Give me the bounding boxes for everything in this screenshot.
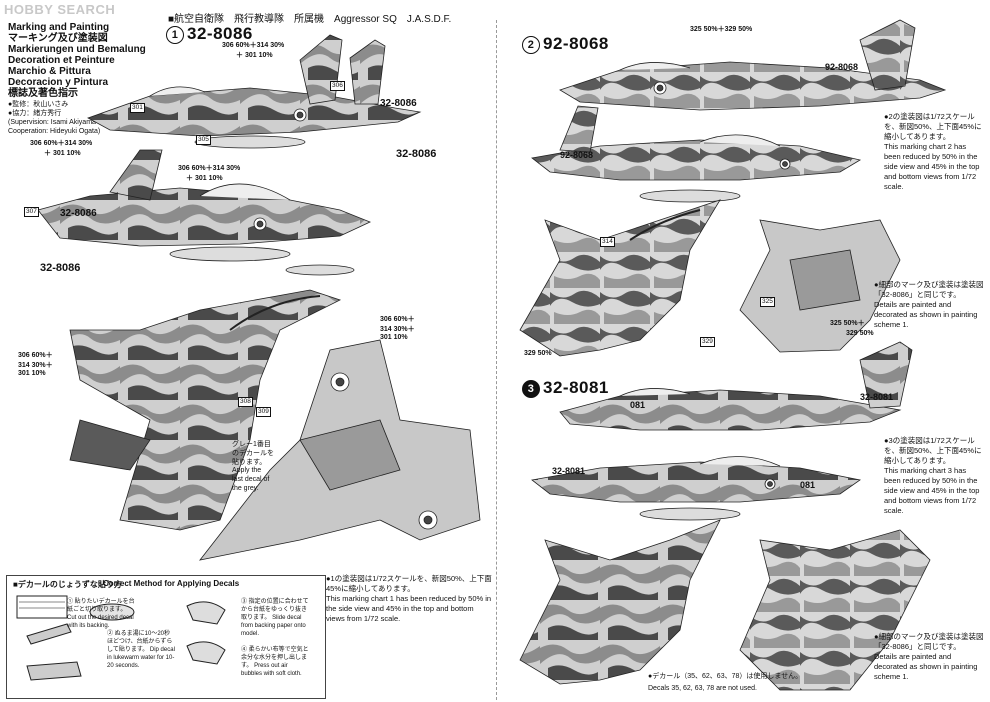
s1-bottom-serial: 32-8086 (40, 262, 81, 274)
credit-supervision-jp: ●監修：秋山いさみ (8, 101, 69, 108)
mix-callout-1a: 306 60%＋314 30% (222, 42, 285, 49)
mix-callout-3b: ＋ 301 10% (186, 175, 223, 182)
decal-method-title-en: Correct Method for Applying Decals (103, 579, 240, 588)
s3-nose-number-2: 081 (800, 480, 816, 490)
heading-jp: マーキング及び塗装図 (8, 33, 108, 44)
decal-step-2: ② ぬるま湯に10〜20秒ほどつけ、台紙からずらして貼ります。 Dip deca… (107, 631, 175, 669)
grey-note-en: Apply the last decal of the grey. (232, 467, 270, 492)
scheme-3-side-view-upper (559, 341, 913, 431)
mix-callout-2b: ＋ 301 10% (44, 150, 81, 157)
mix-callout-4c: 301 10% (18, 370, 46, 377)
scheme-1-side-view-lower (37, 149, 372, 276)
scheme-1-serial: 32-8086 (187, 24, 253, 43)
callout-box-301: 301 (130, 103, 145, 113)
s1-tail-serial: 32-8086 (380, 98, 417, 109)
scheme-3-note-jp: ●3の塗装図は1/72スケールを、新図50%、上下面45%に縮小してあります。 (884, 436, 982, 465)
callout-box-305: 305 (196, 135, 211, 145)
heading-cn: 標誌及著色指示 (8, 88, 78, 99)
s3-fuselage-serial: 32-8081 (552, 466, 586, 476)
credit-cooperation-en: Cooperation: Hideyuki Ogata) (8, 128, 101, 135)
scheme-3-number: 3 (522, 379, 540, 398)
watermark: HOBBY SEARCH (4, 2, 116, 17)
scheme-2-serial: 92-8068 (543, 34, 609, 53)
decal-method-title-jp: ■デカールのじょうずな貼り方 (13, 580, 122, 589)
heading-en: Marking and Painting (8, 22, 110, 33)
decal-unused-en: Decals 35, 62, 63, 78 are not used. (648, 685, 757, 692)
s1-right-serial: 32-8086 (396, 148, 437, 160)
details-note-a-en: Details are painted and decorated as sho… (874, 300, 978, 329)
s1-fuselage-serial: 32-8086 (60, 208, 97, 219)
s3-nose-number: 081 (630, 400, 646, 410)
mix-callout-1b: ＋ 301 10% (236, 52, 273, 59)
callout-box-329: 329 (700, 337, 715, 347)
heading-fr: Decoration et Peinture (8, 55, 115, 66)
mix-callout-7: 329 50% (524, 350, 552, 357)
mix-callout-5b: 314 30%＋ (380, 326, 415, 333)
decal-step-3: ③ 指定の位置に合わせてから台紙をゆっくり抜き取ります。 Slide decal… (241, 599, 309, 637)
mix-callout-5a: 306 60%＋ (380, 316, 415, 323)
decal-method-panel: ■デカールのじょうずな貼り方 Correct Method for Applyi… (6, 575, 326, 699)
heading-it: Marchio & Pittura (8, 66, 91, 77)
details-note-b-en: Details are painted and decorated as sho… (874, 652, 978, 681)
scheme-1-bottom-view (199, 339, 481, 561)
heading-de: Markierungen und Bemalung (8, 44, 146, 55)
decal-step-4: ④ 柔らかい布等で空気と余分な水分を押し出します。 Press out air … (241, 647, 309, 677)
page-divider (496, 20, 497, 700)
mix-callout-4b: 314 30%＋ (18, 362, 53, 369)
details-note-b-jp: ●細部のマーク及び塗装は塗装図「32-8086」と同じです。 (874, 632, 984, 651)
credit-supervision-en: (Supervision: Isami Akiyama (8, 119, 96, 126)
credit-cooperation-jp: ●協力：緒方秀行 (8, 110, 62, 117)
callout-box-308: 308 (238, 397, 253, 407)
grey-note-jp: グレー1番目のデカールを貼ります。 (232, 441, 274, 466)
scheme-2-side-view-upper (559, 19, 947, 111)
scheme-2-note-jp: ●2の塗装図は1/72スケールを、新図50%、上下面45%に縮小してあります。 (884, 112, 982, 141)
callout-box-309: 309 (256, 407, 271, 417)
s2-fuselage-serial: 92-8068 (560, 150, 594, 160)
callout-box-314: 314 (600, 237, 615, 247)
scheme-2-top-view (519, 199, 721, 357)
mix-callout-9: 329 50% (846, 330, 874, 337)
callout-box-307: 307 (24, 207, 39, 217)
decal-unused-jp: ●デカール（35、62、63、78）は使用しません。 (648, 673, 803, 680)
decal-method-illustrations (16, 595, 226, 681)
scheme-2-bottom-view (739, 219, 901, 353)
mix-callout-8: 325 50%＋ (830, 320, 865, 327)
scheme-1-number: 1 (166, 25, 184, 44)
decal-step-1: ① 貼りたいデカールを台紙ごと切り取ります。 Cut out the desir… (67, 599, 135, 629)
callout-box-325: 325 (760, 297, 775, 307)
scheme-1-note-en: This marking chart 1 has been reduced by… (326, 594, 492, 623)
scheme-3-side-view-lower (531, 456, 861, 521)
scheme-3-bottom-view (739, 529, 931, 691)
scheme-3-note-en: This marking chart 3 has been reduced by… (884, 466, 980, 515)
callout-box-306: 306 (330, 81, 345, 91)
s3-tail-serial: 32-8081 (860, 392, 894, 402)
scheme-2-note-en: This marking chart 2 has been reduced by… (884, 142, 980, 191)
s2-tail-serial: 92-8068 (825, 62, 859, 72)
mix-callout-2a: 306 60%＋314 30% (30, 140, 93, 147)
scheme-3-serial: 32-8081 (543, 378, 609, 397)
scheme-3-top-view (519, 519, 721, 685)
squadron-title: ■航空自衛隊 飛行教導隊 所属機 Aggressor SQ J.A.S.D.F. (168, 14, 452, 25)
mix-callout-4a: 306 60%＋ (18, 352, 53, 359)
mix-callout-6: 325 50%＋329 50% (690, 26, 753, 33)
details-note-a-jp: ●細部のマーク及び塗装は塗装図「32-8086」と同じです。 (874, 280, 984, 299)
mix-callout-3a: 306 60%＋314 30% (178, 165, 241, 172)
scheme-1-top-view (69, 289, 342, 531)
scheme-2-number: 2 (522, 35, 540, 54)
scheme-1-note-jp: ●1の塗装図は1/72スケールを、新図50%、上下面45%に縮小してあります。 (326, 574, 492, 593)
heading-es: Decoracion y Pintura (8, 77, 109, 88)
mix-callout-5c: 301 10% (380, 334, 408, 341)
scheme-2-side-view-lower (531, 105, 862, 203)
